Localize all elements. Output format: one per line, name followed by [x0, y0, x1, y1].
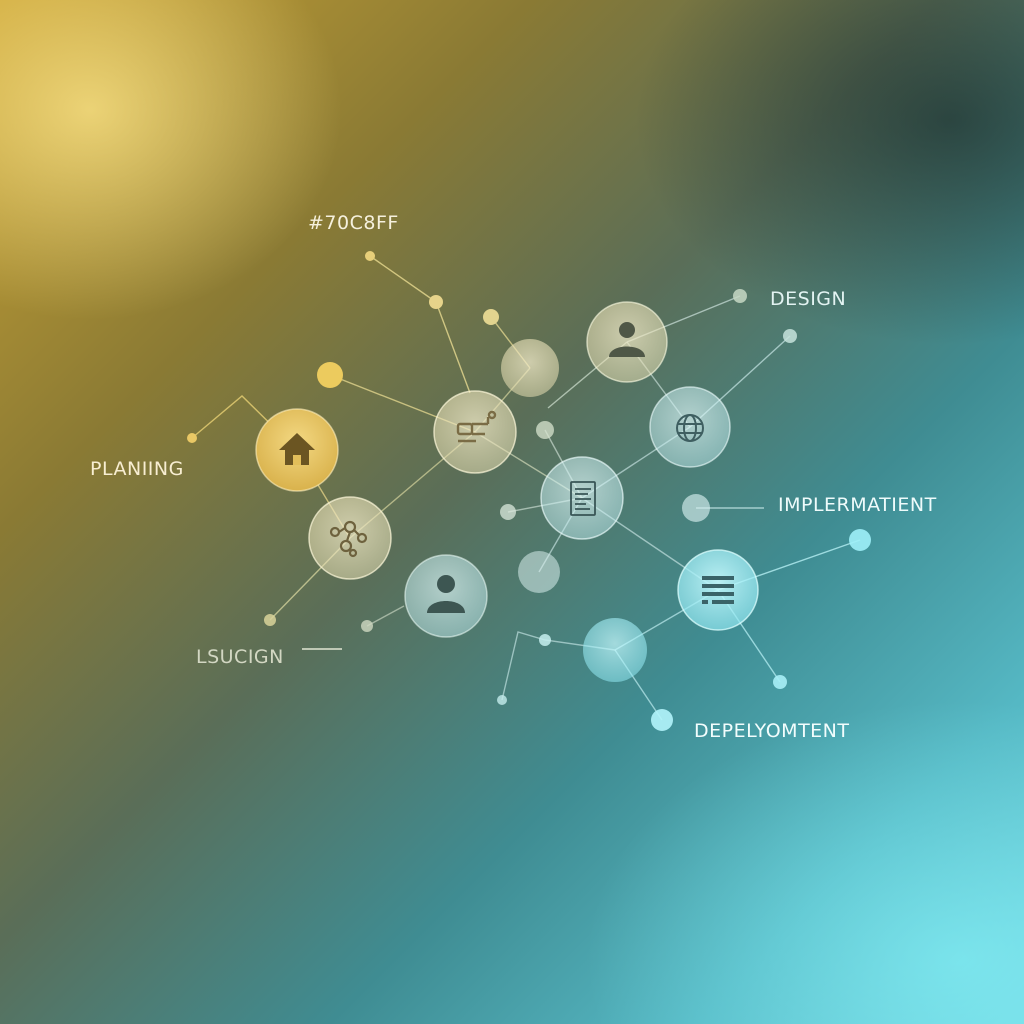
node-dot [651, 709, 673, 731]
color-code-label: #70C8FF [308, 212, 399, 234]
node-dot [429, 295, 443, 309]
globe-node[interactable] [649, 386, 731, 468]
document-node[interactable] [540, 456, 624, 540]
list-node[interactable] [677, 549, 759, 631]
node-dot [500, 504, 516, 520]
node-dot [497, 695, 507, 705]
connector-node[interactable] [433, 390, 517, 474]
node-dot [539, 634, 551, 646]
home-node[interactable] [255, 408, 339, 492]
planning-label: PLANIING [90, 458, 184, 480]
document-icon [570, 481, 596, 516]
home-icon [279, 433, 315, 465]
plain-node-bottom[interactable] [583, 618, 647, 682]
globe-icon [676, 414, 704, 442]
node-dot [365, 251, 375, 261]
small-nodes [187, 251, 871, 731]
network-icon [329, 520, 368, 558]
node-dot [483, 309, 499, 325]
implementation-label: IMPLERMATIENT [778, 494, 937, 516]
node-dot [783, 329, 797, 343]
node-dot [187, 433, 197, 443]
edge [501, 631, 616, 701]
list-icon [702, 576, 734, 604]
node-dot [264, 614, 276, 626]
deployment-label: DEPELYOMTENT [694, 720, 850, 742]
connector-icon [456, 410, 497, 443]
edge [366, 605, 405, 627]
lsucign-label: LSUCIGN [196, 646, 284, 668]
network-node[interactable] [308, 496, 392, 580]
node-dot [317, 362, 343, 388]
user-node-top[interactable] [586, 301, 668, 383]
node-dot [536, 421, 554, 439]
node-dot [518, 551, 560, 593]
node-dot [361, 620, 373, 632]
node-dot [682, 494, 710, 522]
lsucign-underline [302, 648, 342, 650]
node-dot [849, 529, 871, 551]
node-dot [733, 289, 747, 303]
node-dot [773, 675, 787, 689]
edge [369, 255, 471, 394]
user-icon [427, 575, 465, 613]
user-node-bottom[interactable] [404, 554, 488, 638]
design-label: DESIGN [770, 288, 847, 310]
plain-node-top[interactable] [501, 339, 559, 397]
user-icon [609, 322, 645, 357]
